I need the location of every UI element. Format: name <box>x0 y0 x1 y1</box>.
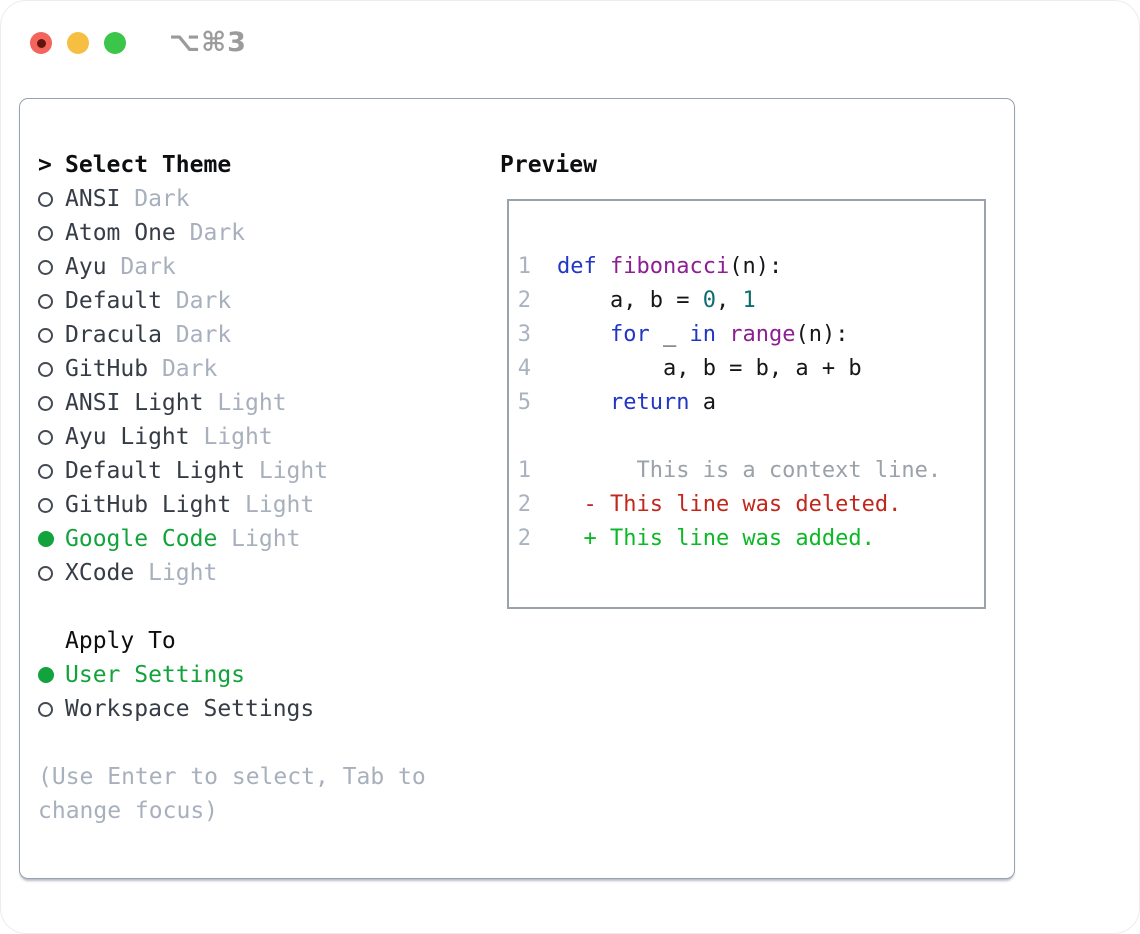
apply-to-name: Workspace Settings <box>65 696 315 722</box>
theme-name: XCode <box>65 560 135 586</box>
theme-name: Ayu Light <box>65 424 190 450</box>
theme-variant: Dark <box>148 356 218 382</box>
select-theme-title: Select Theme <box>65 152 232 178</box>
apply-to-option[interactable]: User Settings <box>38 658 450 692</box>
theme-name: GitHub Light <box>65 492 232 518</box>
apply-to-option[interactable]: Workspace Settings <box>38 692 450 726</box>
line-number: 2 <box>517 288 531 313</box>
maximize-button[interactable] <box>104 31 126 54</box>
selected-radio-icon <box>38 531 65 547</box>
theme-name: Default <box>65 288 162 314</box>
theme-variant: Dark <box>175 220 246 246</box>
radio-icon <box>38 565 65 581</box>
radio-icon <box>38 327 65 343</box>
code-line: 4 a, b = b, a + b <box>517 352 984 386</box>
close-button[interactable] <box>30 31 52 54</box>
radio-icon <box>38 395 65 411</box>
apply-to-title: Apply To <box>65 628 176 654</box>
theme-variant: Light <box>217 526 301 552</box>
theme-name: Google Code <box>65 526 218 552</box>
theme-variant: Light <box>231 492 315 518</box>
theme-option[interactable]: Google Code Light <box>38 522 450 556</box>
theme-name: ANSI Light <box>65 390 204 416</box>
theme-name: GitHub <box>65 356 149 382</box>
theme-variant: Light <box>203 390 287 416</box>
diff-preview: 1 This is a context line.2 - This line w… <box>517 454 984 556</box>
line-number: 2 <box>517 526 531 551</box>
theme-option[interactable]: Ayu Dark <box>38 250 450 284</box>
theme-option[interactable]: XCode Light <box>38 556 450 590</box>
preview-title: Preview <box>500 152 597 178</box>
help-text: (Use Enter to select, Tab to change focu… <box>38 764 426 824</box>
theme-option[interactable]: Default Dark <box>38 284 450 318</box>
theme-variant: Dark <box>106 254 176 280</box>
window-title: ⌥⌘3 <box>169 27 247 58</box>
apply-to-name: User Settings <box>65 662 246 688</box>
radio-icon <box>38 293 65 309</box>
code-line: 2 a, b = 0, 1 <box>517 284 984 318</box>
radio-icon <box>38 429 65 445</box>
code-line: 5 return a <box>517 386 984 420</box>
selected-radio-icon <box>38 667 65 683</box>
radio-icon <box>38 361 65 377</box>
preview-header: Preview <box>500 148 986 182</box>
theme-option[interactable]: Dracula Dark <box>38 318 450 352</box>
theme-variant: Dark <box>161 322 232 348</box>
radio-icon <box>38 463 65 479</box>
line-number: 3 <box>517 322 531 347</box>
diff-line: 1 This is a context line. <box>517 454 984 488</box>
line-number: 4 <box>517 356 531 381</box>
titlebar: ⌥⌘3 <box>30 27 247 58</box>
minimize-button[interactable] <box>67 31 89 54</box>
theme-variant: Dark <box>161 288 232 314</box>
theme-option[interactable]: ANSI Light Light <box>38 386 450 420</box>
spacer <box>38 590 450 624</box>
theme-option[interactable]: ANSI Dark <box>38 182 450 216</box>
theme-option[interactable]: GitHub Light Light <box>38 488 450 522</box>
theme-name: ANSI <box>65 186 121 212</box>
theme-option[interactable]: Default Light Light <box>38 454 450 488</box>
theme-name: Ayu <box>65 254 107 280</box>
theme-variant: Light <box>134 560 218 586</box>
radio-icon <box>38 191 65 207</box>
line-number: 2 <box>517 492 531 517</box>
blank-line <box>517 420 984 454</box>
line-number: 1 <box>517 458 531 483</box>
line-number: 1 <box>517 254 531 279</box>
code-line: 3 for _ in range(n): <box>517 318 984 352</box>
radio-icon <box>38 497 65 513</box>
theme-name: Atom One <box>65 220 176 246</box>
radio-icon <box>38 259 65 275</box>
theme-variant: Light <box>245 458 329 484</box>
theme-variant: Light <box>189 424 273 450</box>
theme-option[interactable]: Ayu Light Light <box>38 420 450 454</box>
radio-icon <box>38 225 65 241</box>
theme-name: Default Light <box>65 458 246 484</box>
diff-line: 2 + This line was added. <box>517 522 984 556</box>
radio-icon <box>38 701 65 717</box>
theme-option[interactable]: GitHub Dark <box>38 352 450 386</box>
theme-variant: Dark <box>120 186 190 212</box>
select-theme-header: > Select Theme <box>38 148 450 182</box>
theme-option[interactable]: Atom One Dark <box>38 216 450 250</box>
apply-to-header: Apply To <box>38 624 450 658</box>
spacer <box>38 726 450 760</box>
theme-name: Dracula <box>65 322 162 348</box>
cursor-icon: > <box>38 152 52 178</box>
diff-line: 2 - This line was deleted. <box>517 488 984 522</box>
line-number: 5 <box>517 390 531 415</box>
